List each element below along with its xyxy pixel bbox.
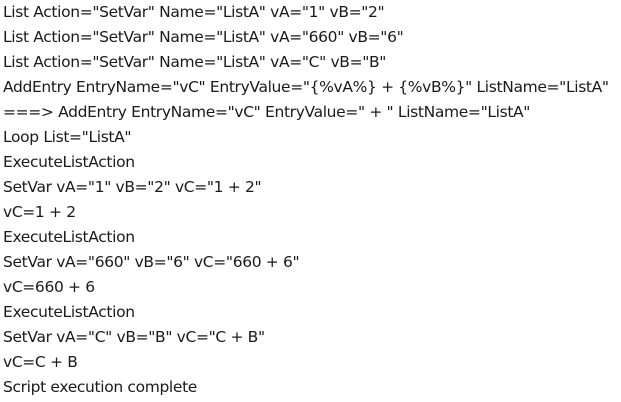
log-line: ExecuteListAction <box>3 303 135 321</box>
log-line: vC=1 + 2 <box>3 203 76 221</box>
log-line: SetVar vA="660" vB="6" vC="660 + 6" <box>3 253 300 271</box>
log-line: SetVar vA="1" vB="2" vC="1 + 2" <box>3 178 262 196</box>
log-line: AddEntry EntryName="vC" EntryValue="{%vA… <box>3 78 609 96</box>
log-line: vC=660 + 6 <box>3 278 95 296</box>
log-line: Loop List="ListA" <box>3 128 132 146</box>
log-line: List Action="SetVar" Name="ListA" vA="1"… <box>3 3 385 21</box>
log-line: ===> AddEntry EntryName="vC" EntryValue=… <box>3 103 531 121</box>
log-line: vC=C + B <box>3 353 78 371</box>
log-line: Script execution complete <box>3 378 197 396</box>
log-line: ExecuteListAction <box>3 153 135 171</box>
log-line: List Action="SetVar" Name="ListA" vA="66… <box>3 28 404 46</box>
log-line: ExecuteListAction <box>3 228 135 246</box>
log-line: SetVar vA="C" vB="B" vC="C + B" <box>3 328 265 346</box>
log-line: List Action="SetVar" Name="ListA" vA="C"… <box>3 53 387 71</box>
